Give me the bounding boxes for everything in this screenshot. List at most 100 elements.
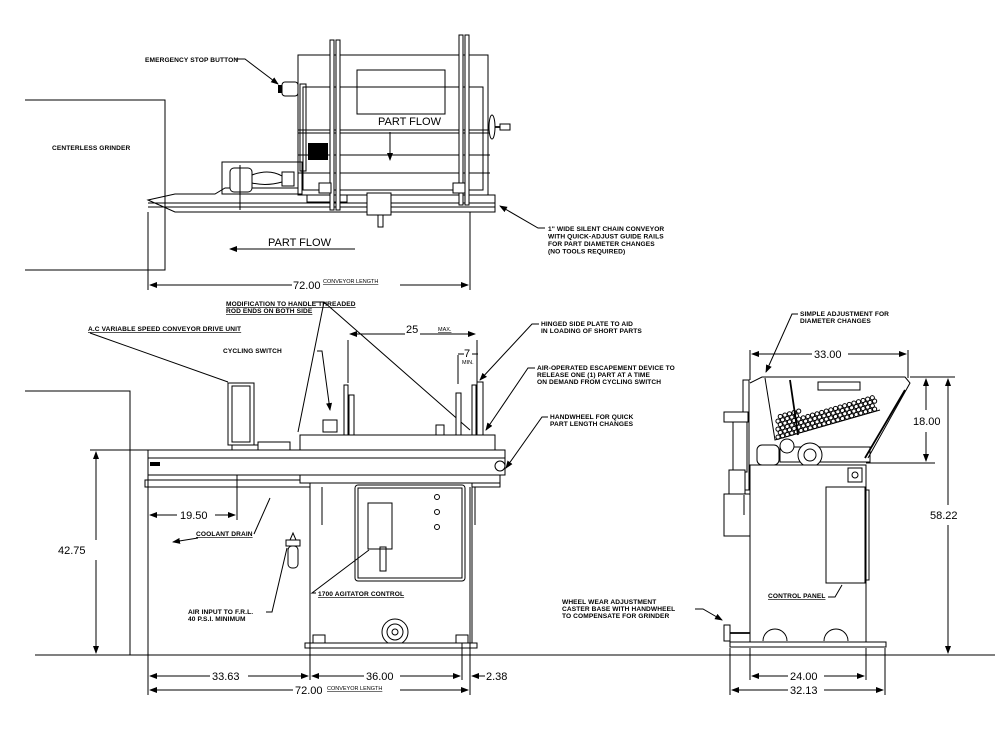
part-ball — [858, 410, 864, 416]
part-ball — [814, 411, 820, 417]
dim-24-value: 24.00 — [790, 671, 818, 683]
part-ball — [830, 418, 836, 424]
top-view: CENTERLESS GRINDER — [25, 34, 664, 292]
part-ball — [860, 397, 866, 404]
part-ball — [849, 413, 855, 419]
emergency-stop-button — [278, 81, 299, 97]
dimension-58-22: 58.22 — [930, 378, 958, 654]
part-ball — [805, 413, 811, 420]
simple-adjustment-label-line: SIMPLE ADJUSTMENT FOR — [800, 311, 889, 318]
part-ball — [832, 405, 839, 412]
part-ball — [855, 399, 862, 405]
part-ball — [832, 413, 839, 420]
chain-label-line: WITH QUICK-ADJUST GUIDE RAILS — [548, 234, 664, 241]
part-ball — [793, 421, 800, 427]
part-ball — [830, 410, 836, 416]
part-ball — [851, 408, 857, 414]
part-ball — [826, 419, 832, 426]
part-ball — [844, 406, 850, 412]
part-ball — [837, 412, 843, 418]
handwheel-label-line: HANDWHEEL FOR QUICK — [550, 414, 634, 421]
dim-min-note: MIN. — [462, 360, 474, 366]
part-ball — [805, 421, 811, 428]
part-ball — [821, 413, 827, 419]
part-ball — [823, 408, 829, 414]
dim-min-value: 7 — [464, 348, 470, 360]
chain-conveyor-callout: 1" WIDE SILENT CHAIN CONVEYOR WITH QUICK… — [499, 205, 664, 256]
dimension-72-top: 72.00 CONVEYOR LENGTH — [147, 212, 471, 292]
part-ball — [839, 415, 846, 422]
hopper-parts — [775, 395, 878, 440]
control-panel-label: CONTROL PANEL — [768, 593, 825, 600]
chain-label-line: FOR PART DIAMETER CHANGES — [548, 241, 655, 248]
part-ball — [784, 423, 790, 430]
side-view: SIMPLE ADJUSTMENT FOR DIAMETER CHANGES 3… — [562, 311, 958, 697]
part-ball — [835, 417, 841, 423]
part-ball — [777, 429, 783, 436]
dim-32-value: 32.13 — [790, 685, 818, 697]
hopper — [749, 376, 911, 468]
hinged-plate-label-line: HINGED SIDE PLATE TO AID — [541, 321, 633, 328]
dim-max-note: MAX. — [438, 327, 452, 333]
part-ball — [816, 414, 823, 420]
part-ball — [867, 407, 873, 414]
part-flow-upper-label: PART FLOW — [378, 116, 442, 128]
part-ball — [826, 411, 832, 418]
part-ball — [853, 411, 859, 418]
part-ball — [796, 416, 802, 422]
cabinet-front — [304, 482, 478, 649]
part-ball — [865, 404, 871, 410]
part-ball — [814, 419, 820, 425]
part-flow-lower-label: PART FLOW — [268, 237, 332, 249]
part-ball — [855, 407, 862, 413]
part-ball — [865, 396, 871, 402]
chain-label-line: 1" WIDE SILENT CHAIN CONVEYOR — [548, 226, 664, 233]
part-ball — [821, 421, 827, 427]
part-ball — [784, 415, 790, 422]
front-bottom-dimensions: 33.63 36.00 2.38 72.00 CONVEYOR LENGTH — [147, 487, 507, 697]
dimension-42-75: 42.75 — [58, 449, 148, 654]
part-ball — [807, 425, 813, 431]
frl-unit — [285, 531, 301, 569]
part-ball — [812, 415, 818, 422]
part-ball — [777, 413, 783, 420]
part-ball — [869, 403, 875, 409]
part-ball — [798, 419, 804, 426]
part-ball — [819, 409, 825, 416]
part-ball — [803, 418, 809, 424]
part-ball — [789, 414, 795, 420]
part-ball — [775, 426, 781, 432]
part-ball — [828, 407, 834, 413]
part-ball — [786, 427, 793, 433]
part-ball — [819, 417, 825, 424]
dimension-18-00: 18.00 — [866, 376, 955, 464]
part-ball — [791, 409, 797, 416]
part-ball — [872, 406, 878, 412]
handwheel-label-line: PART LENGTH CHANGES — [550, 421, 634, 428]
side-bottom-dimensions: 24.00 32.13 — [729, 648, 886, 697]
part-ball — [782, 428, 788, 434]
drive-unit-label: A.C VARIABLE SPEED CONVEYOR DRIVE UNIT — [88, 326, 241, 333]
dim-height-value: 42.75 — [58, 545, 86, 557]
part-ball — [846, 409, 852, 416]
centerless-grinder-outline — [25, 99, 166, 271]
dim-238-value: 2.38 — [486, 671, 507, 683]
cycling-switch-label: CYCLING SWITCH — [223, 348, 282, 355]
part-ball — [867, 399, 873, 406]
part-ball — [812, 423, 818, 430]
part-ball — [800, 415, 806, 421]
part-ball — [775, 418, 781, 424]
emergency-stop-label: EMERGENCY STOP BUTTON — [145, 57, 238, 64]
part-ball — [846, 401, 852, 408]
side-cabinet — [723, 464, 887, 648]
dim-length-note: CONVEYOR LENGTH — [323, 279, 378, 285]
part-ball — [853, 403, 859, 410]
part-ball — [872, 398, 878, 404]
part-ball — [780, 417, 786, 423]
dim-36-value: 36.00 — [366, 671, 394, 683]
part-ball — [809, 412, 816, 418]
agitator-control-label: 1700 AGITATOR CONTROL — [318, 591, 404, 598]
part-ball — [786, 411, 793, 417]
dim-length-front-value: 72.00 — [295, 685, 323, 697]
